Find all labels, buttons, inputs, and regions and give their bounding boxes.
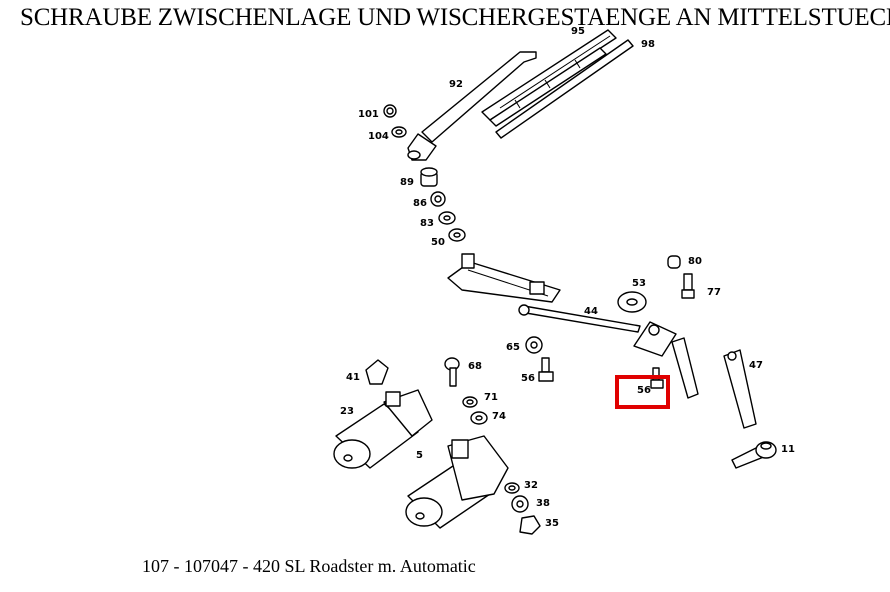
crank-arm-11[interactable] — [731, 441, 777, 469]
crank-pivot[interactable] — [633, 321, 699, 399]
cap-80[interactable] — [667, 255, 681, 269]
part-label-56: 56 — [521, 373, 535, 384]
cover-41[interactable] — [365, 359, 389, 385]
grommet-74[interactable] — [470, 411, 488, 425]
part-label-83: 83 — [420, 218, 434, 229]
rubber-grommet-53[interactable] — [617, 291, 647, 313]
part-label-98: 98 — [641, 39, 655, 50]
diagram-title: SCHRAUBE ZWISCHENLAGE UND WISCHERGESTAEN… — [20, 4, 890, 31]
part-label-86: 86 — [413, 198, 427, 209]
part-label-56-highlighted: 56 — [637, 385, 651, 396]
part-label-95: 95 — [571, 26, 585, 37]
part-label-5: 5 — [416, 450, 423, 461]
part-label-65: 65 — [506, 342, 520, 353]
screw-68[interactable] — [444, 357, 460, 387]
part-label-77: 77 — [707, 287, 721, 298]
part-label-32: 32 — [524, 480, 538, 491]
screw-56-crank[interactable] — [650, 367, 664, 389]
washer-83[interactable] — [438, 211, 456, 225]
part-label-71: 71 — [484, 392, 498, 403]
part-label-89: 89 — [400, 177, 414, 188]
wiper-blade[interactable] — [481, 29, 617, 127]
blade-rubber-strip[interactable] — [495, 39, 634, 139]
part-label-47: 47 — [749, 360, 763, 371]
screw-56-linkage[interactable] — [538, 357, 554, 382]
lock-washer-65[interactable] — [525, 336, 543, 354]
washer-71[interactable] — [462, 396, 478, 408]
wiper-linkage-frame[interactable] — [447, 253, 561, 303]
connecting-rod-47[interactable] — [723, 349, 757, 429]
part-label-44: 44 — [584, 306, 598, 317]
highlight-box — [615, 375, 670, 409]
part-label-23: 23 — [340, 406, 354, 417]
part-label-50: 50 — [431, 237, 445, 248]
lock-washer-38[interactable] — [511, 495, 529, 513]
vehicle-caption: 107 - 107047 - 420 SL Roadster m. Automa… — [142, 556, 476, 576]
washer-32[interactable] — [504, 482, 520, 494]
part-label-35: 35 — [545, 518, 559, 529]
part-label-92: 92 — [449, 79, 463, 90]
part-label-74: 74 — [492, 411, 506, 422]
screw-77[interactable] — [681, 273, 695, 299]
part-label-101: 101 — [358, 109, 379, 120]
part-label-38: 38 — [536, 498, 550, 509]
part-label-41: 41 — [346, 372, 360, 383]
nut-89[interactable] — [420, 167, 438, 187]
wiper-arm[interactable] — [407, 51, 537, 161]
part-label-11: 11 — [781, 444, 795, 455]
part-label-80: 80 — [688, 256, 702, 267]
part-label-68: 68 — [468, 361, 482, 372]
washer-50[interactable] — [448, 228, 466, 242]
nut-35[interactable] — [519, 515, 541, 535]
wiper-motor-5[interactable] — [405, 435, 509, 529]
bushing-86[interactable] — [430, 191, 446, 207]
wiper-motor-23[interactable] — [333, 389, 433, 469]
linkage-rod[interactable] — [518, 304, 641, 333]
part-label-53: 53 — [632, 278, 646, 289]
part-label-104: 104 — [368, 131, 389, 142]
cap-nut-101[interactable] — [383, 104, 397, 118]
washer-104[interactable] — [391, 126, 407, 138]
